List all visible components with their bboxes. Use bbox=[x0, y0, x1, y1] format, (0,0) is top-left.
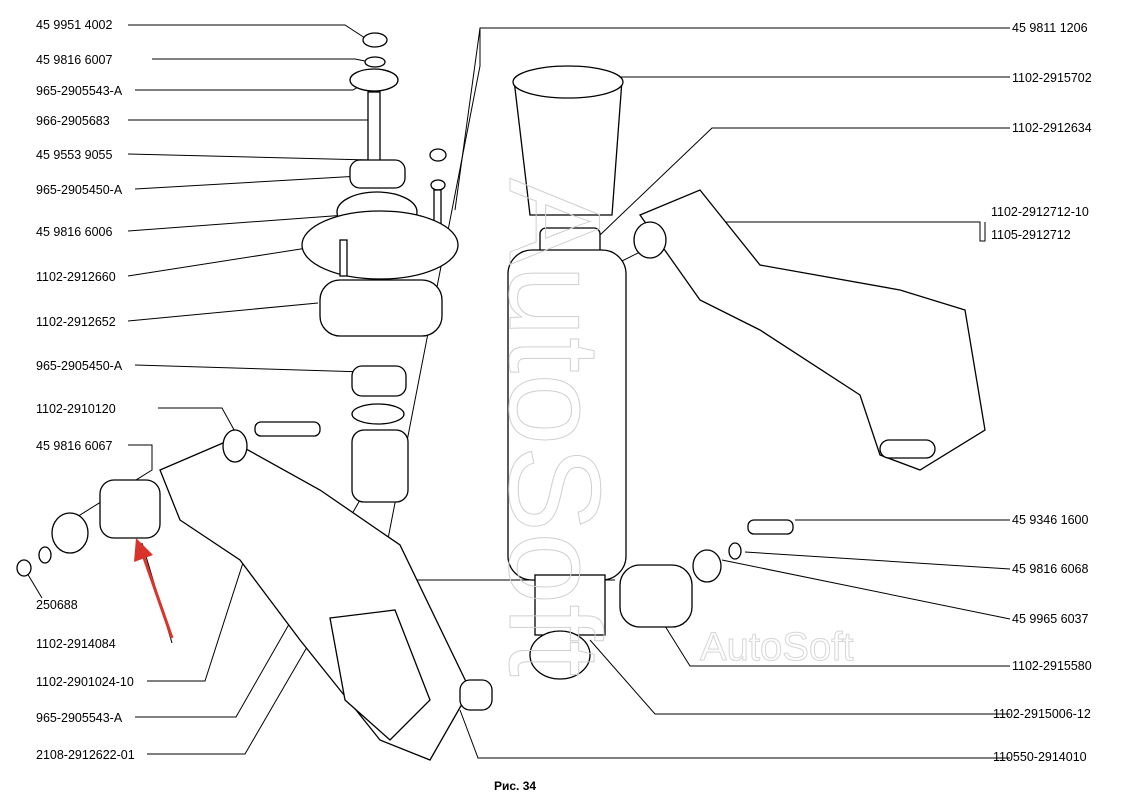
part-label: 965-2905450-A bbox=[36, 359, 123, 373]
leader-line bbox=[128, 24, 369, 41]
nut-part bbox=[362, 32, 388, 48]
lock-washer-part bbox=[38, 546, 52, 564]
leader-line bbox=[127, 153, 371, 161]
strut-assembly bbox=[507, 65, 627, 680]
part-label: 2108-2912622-01 bbox=[36, 748, 135, 762]
bracket-part bbox=[329, 609, 431, 741]
bushing-part bbox=[99, 479, 161, 539]
part-label: 1102-2915702 bbox=[1012, 71, 1092, 85]
part-label: 45 9346 1600 bbox=[1012, 513, 1089, 527]
support-plate-part bbox=[301, 210, 459, 280]
figure-caption: Рис. 34 bbox=[494, 779, 537, 793]
part-label: 45 9816 6068 bbox=[1012, 562, 1089, 576]
bolt-part bbox=[367, 91, 381, 165]
pin-part bbox=[459, 679, 493, 711]
leader-line bbox=[744, 551, 1011, 570]
leader-line bbox=[459, 709, 1010, 759]
rubber-mount-part bbox=[319, 279, 443, 337]
nut-part bbox=[16, 559, 32, 577]
part-label: 45 9553 9055 bbox=[36, 148, 113, 162]
part-label: 250688 bbox=[36, 598, 78, 612]
bushing-part bbox=[351, 365, 407, 397]
strut-lower-part bbox=[534, 574, 606, 636]
washer-part bbox=[692, 549, 722, 583]
nut-part bbox=[429, 148, 447, 162]
part-label: 965-2905450-A bbox=[36, 183, 123, 197]
leader-line bbox=[721, 559, 1011, 620]
watermark-horizontal: AutoSoft bbox=[700, 625, 853, 669]
bushing-eye-part bbox=[633, 221, 667, 259]
part-label: 45 9816 6007 bbox=[36, 53, 113, 67]
part-label: 45 9965 6037 bbox=[1012, 612, 1089, 626]
part-label: 965-2905543-A bbox=[36, 711, 123, 725]
part-label: 1105-2912712 bbox=[991, 228, 1071, 242]
bolt-part bbox=[747, 519, 794, 535]
part-label: 45 9811 1206 bbox=[1012, 21, 1088, 35]
stud-part bbox=[339, 239, 348, 277]
part-label: 1102-2912660 bbox=[36, 270, 116, 284]
leader-line bbox=[127, 245, 321, 277]
lock-washer-part bbox=[728, 542, 742, 560]
part-label: 1102-2910120 bbox=[36, 402, 116, 416]
cup-washer-part bbox=[349, 68, 399, 92]
part-label: 45 9816 6006 bbox=[36, 225, 113, 239]
part-label: 1102-2912652 bbox=[36, 315, 116, 329]
part-label: 45 9951 4002 bbox=[36, 18, 113, 32]
leader-line bbox=[152, 58, 371, 63]
part-label: 966-2905683 bbox=[36, 114, 110, 128]
leader-line bbox=[127, 214, 347, 232]
bushing-part bbox=[349, 159, 406, 189]
part-label: 1102-2915580 bbox=[1012, 659, 1092, 673]
leader-line bbox=[158, 407, 239, 438]
leader-line bbox=[134, 175, 361, 190]
upper-arm-part bbox=[639, 189, 986, 471]
leader-line bbox=[127, 302, 319, 322]
washer-part bbox=[364, 56, 386, 68]
part-label: 1102-2901024-10 bbox=[36, 675, 134, 689]
part-label: 1102-2915006-12 bbox=[993, 707, 1091, 721]
pin-part bbox=[879, 439, 936, 459]
highlight-arrow bbox=[134, 538, 174, 639]
part-label: 1102-2912634 bbox=[1012, 121, 1092, 135]
leader-line bbox=[135, 79, 371, 91]
leader-line bbox=[134, 364, 366, 373]
watermark-vertical: AutoSoft bbox=[482, 178, 628, 677]
washer-part bbox=[430, 179, 446, 191]
bolt-part bbox=[254, 421, 321, 437]
leader-line bbox=[589, 639, 1010, 715]
washer-part bbox=[51, 512, 89, 554]
bump-stop-part bbox=[351, 429, 409, 503]
lower-arm-part bbox=[159, 439, 471, 761]
washer-part bbox=[222, 429, 248, 463]
part-label: 1102-2912712-10 bbox=[991, 205, 1089, 219]
part-label: 965-2905543-A bbox=[36, 84, 123, 98]
part-label: 1102-2914084 bbox=[36, 637, 116, 651]
leader-line bbox=[659, 617, 1010, 667]
leader-lines bbox=[23, 24, 1011, 759]
part-label: 110550-2914010 bbox=[993, 750, 1087, 764]
boot-cup-part bbox=[512, 65, 624, 99]
strut-eye-part bbox=[529, 630, 591, 680]
bushing-part bbox=[619, 564, 693, 628]
part-label: 45 9816 6067 bbox=[36, 439, 113, 453]
washer-part bbox=[351, 403, 405, 425]
top-mount-assembly bbox=[301, 32, 459, 503]
lower-arm-assembly bbox=[16, 421, 493, 761]
leader-line bbox=[599, 127, 1010, 236]
upper-arm-assembly bbox=[619, 189, 986, 628]
